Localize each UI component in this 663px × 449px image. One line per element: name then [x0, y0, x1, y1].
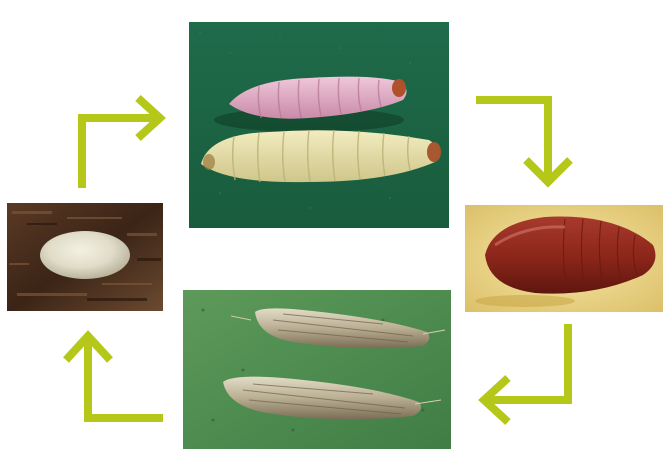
arrow-pupa-to-adult	[484, 324, 568, 422]
arrow-egg-to-larvae	[82, 98, 160, 188]
arrow-larvae-to-pupa	[476, 100, 570, 182]
arrow-adult-to-egg	[66, 336, 163, 418]
